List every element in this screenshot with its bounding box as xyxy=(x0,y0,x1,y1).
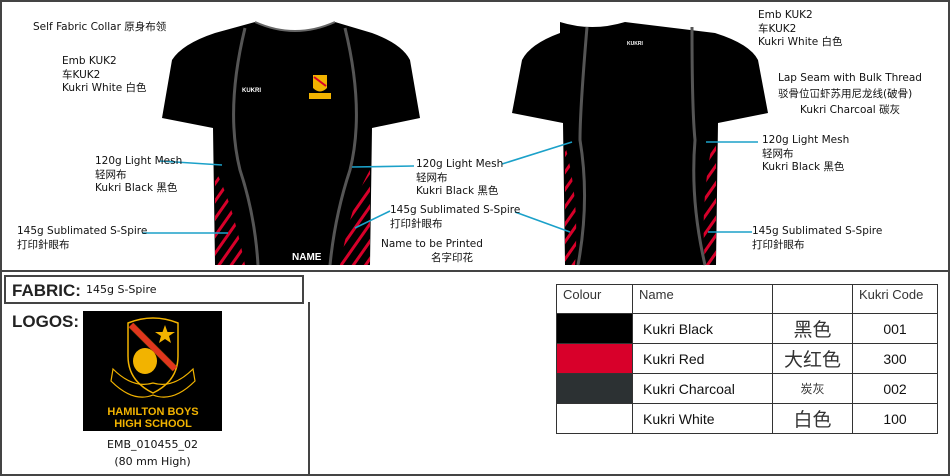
table-row: Kukri Black 黑色 001 xyxy=(556,313,938,344)
leader-lines xyxy=(142,141,758,234)
note-line: 轻网布 xyxy=(95,168,127,181)
front-shirt: KUKRI NAME xyxy=(162,21,420,266)
colour-table: Colour Name Kukri Code Kukri Black 黑色 00… xyxy=(556,284,938,434)
logos-label: LOGOS: xyxy=(12,312,80,331)
colour-name: Kukri Charcoal xyxy=(632,373,773,404)
garment-drawings: KUKRI NAME KUKRI xyxy=(142,21,768,266)
collar-note: Self Fabric Collar 原身布领 xyxy=(33,21,167,33)
school-name-line1: HAMILTON BOYS xyxy=(107,406,198,418)
colour-code: 002 xyxy=(852,373,938,404)
front-emb-note: Emb KUK2 车KUK2 Kukri White 白色 xyxy=(62,55,147,96)
name-print-area: NAME xyxy=(292,252,322,263)
back-mesh-note: 120g Light Mesh 轻网布 Kukri Black 黑色 xyxy=(762,134,849,175)
front-sublimated-right-note: 145g Sublimated S-Spire 打印針眼布 xyxy=(390,204,520,231)
sublimated-panel-left xyxy=(215,170,245,265)
kukri-logo-front: KUKRI xyxy=(242,88,261,94)
colour-chinese: 炭灰 xyxy=(772,373,853,404)
note-line: 轻网布 xyxy=(762,147,794,160)
table-header: Colour Name Kukri Code xyxy=(556,284,938,314)
colour-name: Kukri Black xyxy=(632,313,773,344)
note-line: 打印針眼布 xyxy=(17,238,70,251)
colour-swatch xyxy=(556,313,633,344)
note-line: 120g Light Mesh xyxy=(95,155,183,167)
note-line: Kukri Charcoal 碳灰 xyxy=(800,104,901,116)
note-line: Kukri Black 黑色 xyxy=(762,161,845,173)
colour-name: Kukri Red xyxy=(632,343,773,374)
note-line: 驳骨位冚虾苏用尼龙线(破骨) xyxy=(778,88,913,100)
note-line: Kukri White 白色 xyxy=(62,82,147,94)
note-line: 车KUK2 xyxy=(62,68,101,81)
note-line: Kukri White 白色 xyxy=(758,36,843,48)
front-mesh-right-note: 120g Light Mesh 轻网布 Kukri Black 黑色 xyxy=(416,158,503,199)
fabric-label: FABRIC: xyxy=(12,281,81,300)
colour-code: 001 xyxy=(852,313,938,344)
note-line: 打印針眼布 xyxy=(752,238,805,251)
note-line: Emb KUK2 xyxy=(758,9,813,21)
logos-box xyxy=(4,302,310,476)
note-line: Kukri Black 黑色 xyxy=(95,182,178,194)
school-crest-logo: HAMILTON BOYS HIGH SCHOOL xyxy=(83,311,222,431)
note-line: 145g Sublimated S-Spire xyxy=(390,204,521,216)
note-line: Emb KUK2 xyxy=(62,55,117,67)
header-chinese xyxy=(772,284,853,314)
crest-badge-front xyxy=(309,75,331,99)
name-print-note: Name to be Printed 名字印花 xyxy=(381,238,483,265)
note-line: Name to be Printed xyxy=(381,238,483,250)
table-row: Kukri Charcoal 炭灰 002 xyxy=(556,373,938,404)
header-colour: Colour xyxy=(556,284,633,314)
note-line: Lap Seam with Bulk Thread xyxy=(778,72,922,84)
table-row: Kukri Red 大红色 300 xyxy=(556,343,938,374)
note-line: 120g Light Mesh xyxy=(762,134,850,146)
crest-icon: HAMILTON BOYS HIGH SCHOOL xyxy=(107,317,199,430)
colour-name: Kukri White xyxy=(632,403,773,434)
note-line: 打印針眼布 xyxy=(390,217,443,230)
note-line: 轻网布 xyxy=(416,171,448,184)
back-emb-note: Emb KUK2 车KUK2 Kukri White 白色 xyxy=(758,9,843,50)
front-mesh-left-note: 120g Light Mesh 轻网布 Kukri Black 黑色 xyxy=(95,155,182,196)
logo-size: (80 mm High) xyxy=(114,455,191,468)
colour-swatch xyxy=(556,403,633,434)
header-code: Kukri Code xyxy=(852,284,938,314)
front-sublimated-left-note: 145g Sublimated S-Spire 打印針眼布 xyxy=(17,225,147,252)
lap-seam-note: Lap Seam with Bulk Thread 驳骨位冚虾苏用尼龙线(破骨)… xyxy=(778,70,922,118)
note-line: 车KUK2 xyxy=(758,22,797,35)
colour-chinese: 黑色 xyxy=(772,313,853,344)
colour-swatch xyxy=(556,343,633,374)
colour-chinese: 白色 xyxy=(772,403,853,434)
school-name-line2: HIGH SCHOOL xyxy=(114,418,192,430)
spec-panel xyxy=(0,270,950,476)
back-sublimated-note: 145g Sublimated S-Spire 打印針眼布 xyxy=(752,225,882,252)
colour-code: 100 xyxy=(852,403,938,434)
note-line: 145g Sublimated S-Spire xyxy=(752,225,883,237)
note-line: 120g Light Mesh xyxy=(416,158,504,170)
note-line: Kukri Black 黑色 xyxy=(416,185,499,197)
back-shirt: KUKRI xyxy=(512,22,768,266)
header-name: Name xyxy=(632,284,773,314)
sublimated-panel-right xyxy=(340,170,370,265)
colour-swatch xyxy=(556,373,633,404)
note-line: 名字印花 xyxy=(431,251,473,264)
logo-code: EMB_010455_02 xyxy=(107,438,198,451)
fabric-value: 145g S-Spire xyxy=(86,283,157,296)
colour-code: 300 xyxy=(852,343,938,374)
note-line: 145g Sublimated S-Spire xyxy=(17,225,148,237)
table-row: Kukri White 白色 100 xyxy=(556,403,938,434)
fabric-box xyxy=(4,275,304,304)
colour-chinese: 大红色 xyxy=(772,343,853,374)
kukri-logo-back: KUKRI xyxy=(627,41,643,47)
